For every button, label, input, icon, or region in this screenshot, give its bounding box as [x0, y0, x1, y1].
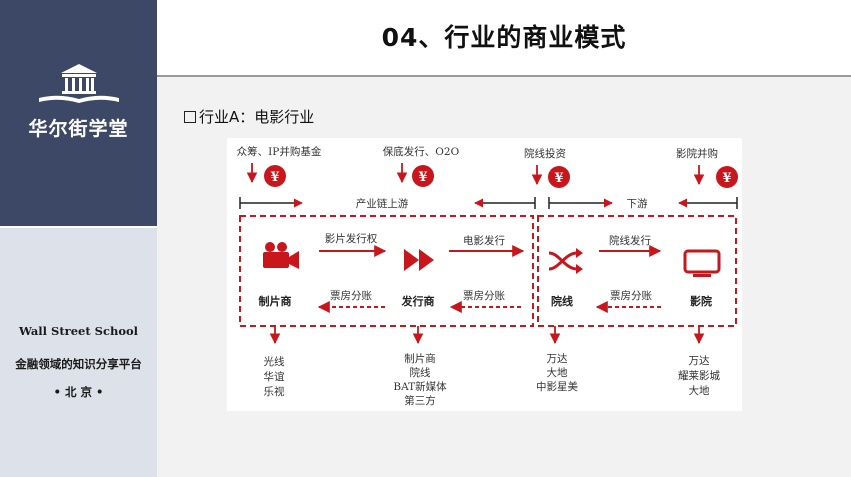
- example-producer-3: 乐视: [264, 385, 285, 398]
- yen-icon: ¥: [716, 166, 738, 188]
- flow-label-distribution: 电影发行: [463, 234, 505, 247]
- sidebar-brand-panel: [0, 0, 157, 228]
- yen-icon: ¥: [548, 166, 570, 188]
- example-chain-1: 万达: [547, 353, 568, 365]
- svg-text:¥: ¥: [418, 170, 427, 185]
- example-chain-3: 中影星美: [536, 380, 578, 393]
- upstream-box: [239, 215, 534, 327]
- finance-label-1: 众筹、IP并购基金: [237, 145, 322, 158]
- film-camera-icon: [263, 242, 299, 269]
- svg-text:¥: ¥: [270, 170, 279, 185]
- svg-text:¥: ¥: [722, 171, 731, 186]
- bank-building-book-icon: [0, 62, 157, 110]
- sidebar-info-panel: [0, 228, 157, 477]
- header-divider: [157, 75, 851, 77]
- downstream-box: [537, 215, 737, 327]
- example-producer-1: 光线: [264, 355, 285, 368]
- example-distributor-4: 第三方: [404, 394, 436, 407]
- upstream-span: [239, 197, 536, 209]
- example-cinema-2: 耀莱影城: [678, 369, 720, 382]
- svg-text:¥: ¥: [554, 171, 563, 186]
- example-chain-2: 大地: [547, 366, 568, 379]
- flow-label-chain-release: 院线发行: [609, 234, 651, 247]
- example-distributor-3: BAT新媒体: [393, 380, 447, 393]
- downstream-span: [548, 197, 738, 209]
- section-subtitle: 行业A：电影行业: [184, 106, 314, 127]
- example-cinema-3: 大地: [689, 384, 710, 397]
- fast-forward-icon: [404, 249, 434, 271]
- film-industry-diagram: 众筹、IP并购基金 保底发行、O2O 院线投资 影院并购 ¥ ¥ ¥ ¥ 产业链…: [227, 138, 742, 411]
- tv-screen-icon: [683, 249, 721, 277]
- example-distributor-1: 制片商: [404, 352, 436, 365]
- finance-label-3: 院线投资: [524, 147, 566, 160]
- brand-name: 华尔街学堂: [28, 118, 129, 140]
- yen-icon: ¥: [264, 165, 286, 187]
- upstream-label: 产业链上游: [356, 197, 409, 210]
- example-distributor-2: 院线: [410, 366, 431, 379]
- school-english-name: Wall Street School: [18, 324, 139, 338]
- page-title: 04、行业的商业模式: [381, 23, 627, 52]
- example-cinema-1: 万达: [689, 355, 710, 367]
- node-theater-chain: 院线: [551, 294, 573, 308]
- school-tagline: 金融领域的知识分享平台: [15, 357, 142, 371]
- checkbox-square-icon: [184, 111, 196, 123]
- flow-label-boxoffice-2: 票房分账: [463, 289, 505, 302]
- subtitle-text: 行业A：电影行业: [199, 108, 315, 126]
- downstream-label: 下游: [627, 197, 648, 210]
- node-cinema: 影院: [690, 294, 712, 308]
- node-distributor: 发行商: [401, 294, 435, 308]
- shuffle-icon: [548, 248, 583, 274]
- node-producer: 制片商: [259, 294, 292, 308]
- flow-label-rights: 影片发行权: [325, 232, 378, 245]
- flow-label-boxoffice-3: 票房分账: [610, 289, 652, 302]
- finance-label-2: 保底发行、O2O: [383, 145, 460, 158]
- example-producer-2: 华谊: [264, 370, 285, 383]
- school-city: • 北 京 •: [53, 385, 104, 399]
- yen-icon: ¥: [412, 165, 434, 187]
- flow-label-boxoffice-1: 票房分账: [330, 289, 372, 302]
- finance-label-4: 影院并购: [676, 147, 718, 160]
- header-bar: [157, 0, 851, 75]
